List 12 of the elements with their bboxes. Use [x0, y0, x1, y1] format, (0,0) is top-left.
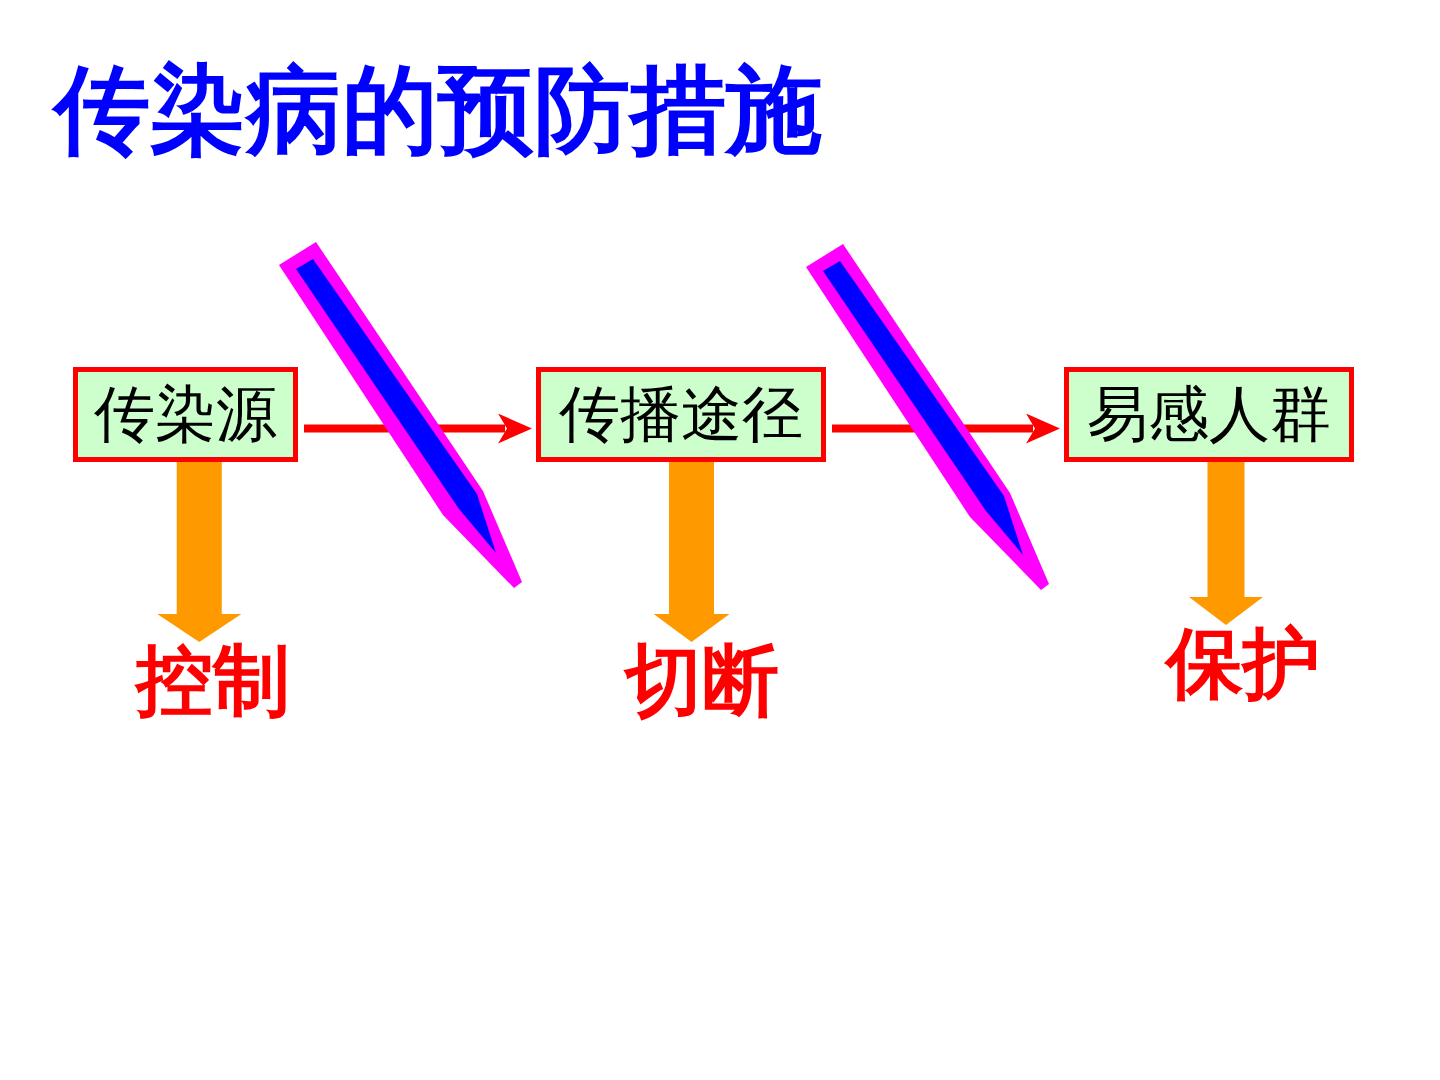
block-arrow — [653, 462, 730, 642]
measure-label: 控制 — [136, 642, 290, 719]
box-label: 传播途径 — [559, 380, 803, 449]
block-arrow — [157, 462, 242, 642]
box-label: 易感人群 — [1087, 380, 1331, 449]
process-box — [536, 367, 826, 462]
process-box — [73, 367, 298, 462]
block-arrow — [1189, 462, 1263, 625]
measure-label: 保护 — [1166, 625, 1320, 702]
process-box — [1064, 367, 1354, 462]
box-label: 传染源 — [94, 380, 277, 449]
measure-label: 切断 — [625, 642, 779, 719]
